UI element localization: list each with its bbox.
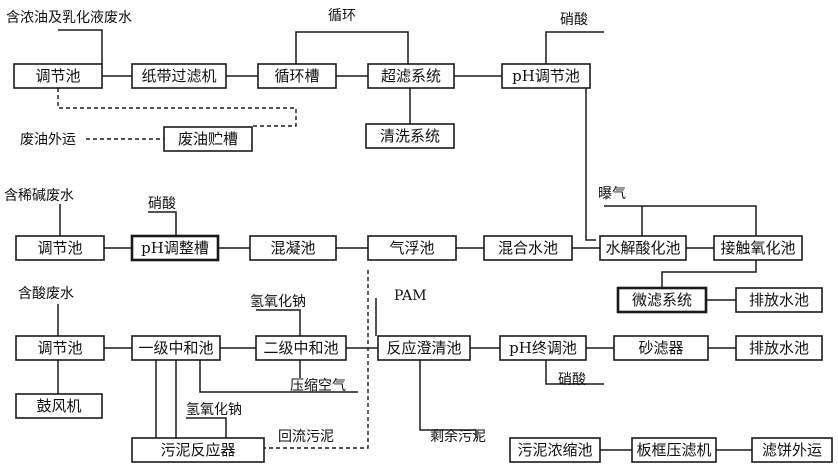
box-r4-filter-cake-out: 滤饼外运 — [751, 437, 833, 463]
box-r3-primary-neutralization: 一级中和池 — [131, 335, 221, 361]
svg-text:清洗系统: 清洗系统 — [380, 127, 440, 145]
label-pam: PAM — [394, 288, 427, 304]
svg-text:滤饼外运: 滤饼外运 — [762, 441, 822, 459]
svg-text:污泥反应器: 污泥反应器 — [160, 441, 235, 459]
svg-text:污泥浓缩池: 污泥浓缩池 — [517, 441, 592, 459]
svg-text:超滤系统: 超滤系统 — [381, 67, 441, 85]
label-naoh-2: 氢氧化钠 — [186, 402, 242, 418]
svg-text:二级中和池: 二级中和池 — [263, 339, 338, 357]
box-r4-sludge-reactor: 污泥反应器 — [131, 437, 265, 463]
svg-text:水解酸化池: 水解酸化池 — [605, 239, 680, 257]
connectors — [57, 29, 757, 451]
box-r3-sand-filter: 砂滤器 — [613, 335, 709, 361]
box-r1-tiaojiechi: 调节池 — [13, 63, 103, 89]
label-nitric-acid-2: 硝酸 — [148, 196, 176, 212]
box-r2-ph-adjust-tank: pH调整槽 — [130, 234, 220, 262]
svg-text:调节池: 调节池 — [37, 339, 82, 357]
label-waste-oil-out: 废油外运 — [20, 132, 76, 148]
box-r4-sludge-thickener: 污泥浓缩池 — [509, 437, 601, 463]
label-excess-sludge: 剩余污泥 — [430, 428, 486, 445]
svg-text:调节池: 调节池 — [35, 67, 80, 85]
box-r3-tiaojiechi: 调节池 — [15, 335, 105, 361]
box-r2-discharge-tank: 排放水池 — [735, 287, 823, 313]
svg-text:一级中和池: 一级中和池 — [138, 339, 213, 357]
box-r3-blower: 鼓风机 — [15, 393, 103, 419]
label-return-sludge: 回流污泥 — [278, 429, 334, 445]
svg-text:pH终调池: pH终调池 — [509, 339, 577, 357]
label-acid-wastewater: 含酸废水 — [18, 286, 74, 302]
svg-text:排放水池: 排放水池 — [749, 291, 809, 309]
box-r1-paper-belt-filter: 纸带过滤机 — [131, 63, 227, 89]
label-naoh-1: 氢氧化钠 — [250, 294, 306, 310]
box-r3-discharge-tank: 排放水池 — [735, 335, 823, 361]
box-r1-ph-adjust: pH调节池 — [501, 63, 591, 89]
box-r2-air-flotation: 气浮池 — [367, 235, 457, 261]
svg-text:排放水池: 排放水池 — [749, 339, 809, 357]
box-r3-secondary-neutralization: 二级中和池 — [255, 335, 347, 361]
svg-text:pH调节池: pH调节池 — [512, 67, 580, 85]
svg-text:废油贮槽: 废油贮槽 — [178, 130, 238, 148]
svg-text:循环槽: 循环槽 — [274, 67, 319, 85]
svg-text:接触氧化池: 接触氧化池 — [720, 239, 795, 257]
box-r3-reaction-clarifier: 反应澄清池 — [377, 335, 471, 361]
box-r3-ph-final-adjust: pH终调池 — [499, 335, 587, 361]
box-r2-contact-oxidation: 接触氧化池 — [713, 235, 803, 261]
svg-text:微滤系统: 微滤系统 — [632, 291, 692, 309]
label-aeration: 曝气 — [598, 186, 626, 202]
label-nitric-acid-1: 硝酸 — [560, 12, 588, 28]
box-r2-microfiltration: 微滤系统 — [616, 286, 708, 314]
label-oil-emulsion-wastewater: 含浓油及乳化液废水 — [6, 10, 132, 26]
label-nitric-acid-3: 硝酸 — [558, 372, 586, 388]
box-r4-plate-frame-filter-press: 板框压滤机 — [631, 437, 717, 463]
svg-text:混合水池: 混合水池 — [498, 239, 558, 257]
label-compressed-air: 压缩空气 — [290, 378, 346, 394]
svg-text:反应澄清池: 反应澄清池 — [386, 339, 461, 357]
box-r1-ultrafiltration: 超滤系统 — [367, 63, 455, 89]
label-dilute-alkali-wastewater: 含稀碱废水 — [4, 188, 74, 204]
box-r1-circulation-tank: 循环槽 — [257, 63, 337, 89]
box-r2-coagulation: 混凝池 — [249, 235, 337, 261]
svg-text:混凝池: 混凝池 — [270, 239, 315, 257]
svg-text:板框压滤机: 板框压滤机 — [636, 441, 711, 459]
box-r1-waste-oil-storage: 废油贮槽 — [163, 126, 253, 152]
svg-text:砂滤器: 砂滤器 — [638, 339, 683, 357]
box-r2-hydrolysis-acidification: 水解酸化池 — [599, 235, 687, 261]
box-r2-mixing-tank: 混合水池 — [483, 235, 573, 261]
svg-text:鼓风机: 鼓风机 — [36, 397, 81, 415]
svg-text:pH调整槽: pH调整槽 — [141, 239, 209, 257]
label-circulate: 循环 — [328, 8, 356, 24]
box-r1-cleaning-system: 清洗系统 — [365, 123, 455, 149]
box-r2-tiaojiechi: 调节池 — [15, 235, 105, 261]
svg-text:气浮池: 气浮池 — [389, 239, 434, 257]
svg-text:调节池: 调节池 — [37, 239, 82, 257]
svg-text:纸带过滤机: 纸带过滤机 — [141, 67, 216, 85]
